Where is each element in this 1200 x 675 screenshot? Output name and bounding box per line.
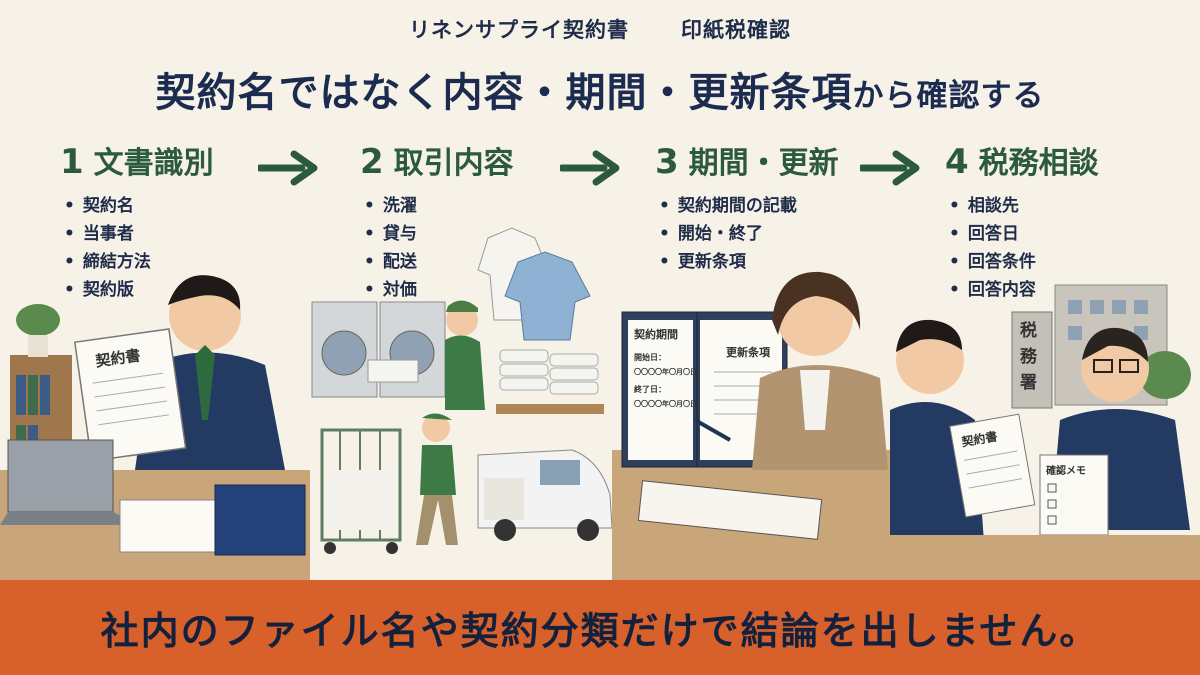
list-item: 回答条件 <box>949 248 1099 276</box>
page-subtitle: リネンサプライ契約書 印紙税確認 <box>0 14 1200 44</box>
tax-office-sign-2: 務 <box>1020 346 1038 367</box>
list-item: 契約期間の記載 <box>659 192 839 220</box>
list-item: 回答日 <box>949 220 1099 248</box>
consult-doc-text: 契約書 <box>959 428 998 449</box>
list-item: 更新条項 <box>659 248 839 276</box>
step-4-number: 4 <box>945 142 969 182</box>
list-item: 相談先 <box>949 192 1099 220</box>
arrow-right-icon <box>860 150 920 186</box>
step-4-title: 4 税務相談 <box>945 138 1099 182</box>
illustration-scene: 契約書 <box>0 227 1200 580</box>
step-2-number: 2 <box>360 142 384 182</box>
arrow-right-icon <box>560 150 620 186</box>
list-item: 配送 <box>364 248 514 276</box>
headline-main: 契約名ではなく内容・期間・更新条項 <box>155 70 853 116</box>
page-headline: 契約名ではなく内容・期間・更新条項から確認する <box>0 60 1200 118</box>
scene-document-identification: 契約書 <box>0 275 310 580</box>
list-item: 貸与 <box>364 220 514 248</box>
step-1-label: 文書識別 <box>93 146 214 181</box>
step-4-bullets: 相談先 回答日 回答条件 回答内容 <box>949 192 1099 304</box>
step-1-number: 1 <box>60 142 84 182</box>
binder-end-date: 〇〇〇〇年〇月〇日 <box>634 399 697 408</box>
binder-start-label: 開始日： <box>634 352 666 362</box>
banner-text: 社内のファイル名や契約分類だけで結論を出しません。 <box>100 609 1100 653</box>
scene-period-renewal: 契約期間 開始日： 〇〇〇〇年〇月〇日 終了日： 〇〇〇〇年〇月〇日 更新条項 <box>612 271 892 580</box>
step-1: 1 文書識別 契約名 当事者 締結方法 契約版 <box>60 138 214 304</box>
step-1-title: 1 文書識別 <box>60 138 214 182</box>
binder-renewal-heading: 更新条項 <box>726 345 771 359</box>
list-item: 開始・終了 <box>659 220 839 248</box>
binder-start-date: 〇〇〇〇年〇月〇日 <box>634 367 697 376</box>
step-1-bullets: 契約名 当事者 締結方法 契約版 <box>64 192 214 304</box>
step-3-label: 期間・更新 <box>688 146 839 181</box>
list-item: 契約版 <box>64 276 214 304</box>
step-2-label: 取引内容 <box>393 146 514 181</box>
subtitle-contract-type: リネンサプライ契約書 <box>409 18 629 42</box>
binder-period-heading: 契約期間 <box>633 327 678 341</box>
memo-text: 確認メモ <box>1046 464 1086 477</box>
list-item: 対価 <box>364 276 514 304</box>
list-item: 回答内容 <box>949 276 1099 304</box>
scene-tax-consultation: 税 務 署 契約書 確認メモ <box>880 284 1200 580</box>
subtitle-stamp-tax-check: 印紙税確認 <box>681 18 791 42</box>
tax-office-sign-3: 署 <box>1019 373 1037 393</box>
step-3-bullets: 契約期間の記載 開始・終了 更新条項 <box>659 192 839 276</box>
list-item: 洗濯 <box>364 192 514 220</box>
tax-office-sign-1: 税 <box>1020 320 1037 341</box>
bottom-banner: 社内のファイル名や契約分類だけで結論を出しません。 <box>0 580 1200 675</box>
arrow-right-icon <box>258 150 318 186</box>
step-4: 4 税務相談 相談先 回答日 回答条件 回答内容 <box>945 138 1099 304</box>
list-item: 締結方法 <box>64 248 214 276</box>
list-item: 当事者 <box>64 220 214 248</box>
step-4-label: 税務相談 <box>978 146 1099 181</box>
binder-end-label: 終了日： <box>634 384 666 394</box>
step-3-title: 3 期間・更新 <box>655 138 839 182</box>
list-item: 契約名 <box>64 192 214 220</box>
headline-suffix: から確認する <box>852 78 1045 114</box>
step-3: 3 期間・更新 契約期間の記載 開始・終了 更新条項 <box>655 138 839 276</box>
step-2-bullets: 洗濯 貸与 配送 対価 <box>364 192 514 304</box>
step-3-number: 3 <box>655 142 679 182</box>
step-2-title: 2 取引内容 <box>360 138 514 182</box>
step-2: 2 取引内容 洗濯 貸与 配送 対価 <box>360 138 514 304</box>
